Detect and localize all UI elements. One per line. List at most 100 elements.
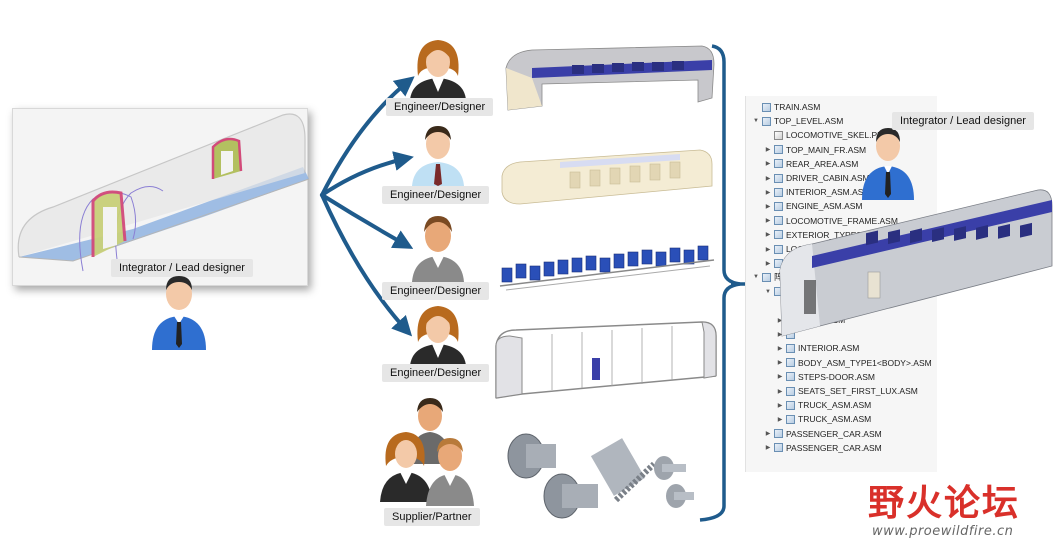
component-frame	[495, 321, 717, 399]
assembly-icon	[774, 216, 783, 226]
tree-item[interactable]: ▶ BODY_ASM_TYPE1<BODY>.ASM	[776, 356, 932, 370]
tree-item-label: TRUCK_ASM.ASM	[798, 400, 872, 411]
expand-toggle-icon[interactable]: ▶	[777, 360, 783, 367]
expand-toggle-icon[interactable]: ▶	[765, 232, 771, 239]
integrator-avatar-right	[862, 128, 914, 200]
assembly-icon	[762, 116, 771, 126]
tree-item[interactable]: ▼ TOP_LEVEL.ASM	[752, 114, 843, 128]
arrow-to-engineer-2	[320, 151, 414, 197]
tree-item[interactable]: LOCOMOTIVE_SKEL.PRT	[764, 128, 888, 142]
tree-item-label: TOP_LEVEL.ASM	[774, 116, 844, 127]
expand-toggle-icon[interactable]: ▶	[777, 374, 783, 381]
arrow-to-engineer-1	[320, 76, 415, 197]
tree-item[interactable]: TRAIN.ASM	[752, 100, 820, 114]
expand-toggle-icon[interactable]: ▶	[765, 175, 771, 182]
tree-item[interactable]: ▶ INTERIOR_ASM.ASM	[764, 185, 871, 199]
tree-item[interactable]: ▶STEPS-DOOR.ASM	[776, 370, 875, 384]
supplier-label: Supplier/Partner	[384, 508, 480, 526]
integrator-label-right: Integrator / Lead designer	[892, 112, 1034, 130]
tree-item[interactable]: ▶ DRIVER_CABIN.ASM	[764, 171, 870, 185]
tree-item[interactable]: ▶ TRUCK_ASM.ASM	[776, 412, 872, 426]
expand-toggle-icon[interactable]: ▶	[777, 402, 783, 409]
tree-item-label: ENGINE_ASM.ASM	[786, 201, 863, 212]
engineer-avatar-2	[412, 126, 464, 186]
tree-item[interactable]: ▶ EXTERIOR_TYPE2.ASM	[764, 228, 882, 242]
expand-toggle-icon[interactable]: ▶	[777, 416, 783, 423]
part-icon	[774, 130, 783, 140]
pattern-icon	[762, 272, 771, 282]
integrator-avatar-left	[152, 276, 206, 350]
engineer-label-2: Engineer/Designer	[382, 186, 490, 204]
expand-toggle-icon[interactable]: ▶	[765, 147, 771, 154]
tree-item-label: DRIVER_CABIN.ASM	[786, 173, 870, 183]
expand-toggle-icon[interactable]: ▶	[765, 246, 771, 253]
tree-item-label: BODY_ASM_TYPE1<BODY>.ASM	[798, 357, 932, 368]
engineer-avatar-1	[410, 40, 466, 100]
expand-toggle-icon[interactable]: ▶	[765, 189, 771, 196]
expand-toggle-icon[interactable]: ▶	[765, 445, 771, 452]
assembly-icon	[774, 429, 783, 439]
expand-toggle-icon[interactable]: ▶	[765, 203, 771, 210]
expand-toggle-icon[interactable]: ▶	[765, 218, 771, 225]
tree-item-label: SEATS_SET_FIRST_LUX.ASM	[798, 386, 918, 396]
expand-toggle-icon[interactable]: ▶	[777, 317, 783, 324]
arrow-to-engineer-3	[320, 193, 414, 249]
assembly-icon	[786, 400, 795, 410]
collapse-toggle-icon[interactable]: ▼	[753, 274, 759, 281]
supplier-group-avatar	[380, 398, 474, 506]
tree-item[interactable]: ▶ REAR_AREA.ASM	[764, 157, 859, 171]
watermark-brand: 野火论坛	[868, 483, 1021, 524]
arrow-to-engineer-4	[320, 193, 413, 337]
tree-item[interactable]: ▶ TOP_MAIN_FR.ASM	[764, 143, 866, 157]
assembly-icon	[786, 414, 795, 424]
tree-item[interactable]: ▶ LOCOMOTIVE_FRAME.ASM	[764, 214, 898, 228]
expand-toggle-icon[interactable]: ▶	[765, 161, 771, 168]
tree-item-label: PASSENGER_CAR.ASM	[786, 428, 882, 439]
expand-toggle-icon[interactable]: ▶	[777, 388, 783, 395]
tree-item[interactable]: ▶ PASSENGER_CAR.ASM	[764, 427, 882, 441]
assembly-icon	[774, 159, 783, 169]
collapse-toggle-icon[interactable]: ▼	[753, 118, 759, 125]
assembly-icon	[774, 443, 783, 453]
engineer-label-4: Engineer/Designer	[382, 364, 490, 382]
tree-item-label: TRUCK_ASM.ASM	[798, 414, 872, 425]
component-seats	[499, 245, 715, 291]
engineer-label-1: Engineer/Designer	[386, 98, 494, 116]
component-interior-panels	[501, 149, 713, 205]
assembly-icon	[774, 230, 783, 240]
train-skeleton-image	[17, 113, 309, 272]
assembly-icon	[774, 173, 783, 183]
assembly-icon	[786, 372, 795, 382]
expand-toggle-icon[interactable]: ▶	[765, 431, 771, 438]
component-body-shell	[505, 45, 715, 111]
collapse-toggle-icon[interactable]: ▼	[765, 288, 771, 295]
integrator-skeleton-panel: Integrator / Lead designer	[12, 108, 309, 286]
expand-toggle-icon[interactable]: ▶	[777, 331, 783, 338]
tree-item[interactable]: ▶ INTERIOR.ASM	[776, 341, 860, 355]
integrator-label-left: Integrator / Lead designer	[111, 259, 253, 277]
tree-item[interactable]: ▶ SEATS_SET_FIRST_LUX.ASM	[776, 384, 918, 398]
tree-item-label: TOP_MAIN_FR.ASM	[786, 144, 867, 155]
tree-item[interactable]: ▶ TRUCK_ASM.ASM	[776, 398, 872, 412]
watermark-url: www.proewildfire.cn	[872, 524, 1014, 539]
tree-item-label: INTERIOR_ASM.ASM	[786, 187, 871, 198]
assembly-icon	[762, 102, 771, 112]
assembly-icon	[786, 343, 795, 353]
tree-item-label: REAR_AREA.ASM	[786, 158, 859, 169]
component-hardware-parts	[507, 433, 694, 519]
expand-toggle-icon[interactable]: ▶	[765, 260, 771, 267]
engineer-label-3: Engineer/Designer	[382, 282, 490, 300]
tree-item-label: PASSENGER_CAR.ASM	[786, 442, 882, 453]
engineer-avatar-3	[412, 216, 464, 282]
tree-item-label: LOCOMOTIVE_FRAME.ASM	[786, 215, 898, 226]
tree-item-label: LOCOMOTIVE_SKEL.PRT	[786, 130, 889, 141]
assembly-icon	[774, 187, 783, 197]
expand-toggle-icon[interactable]: ▶	[777, 345, 783, 352]
tree-item[interactable]: ▶ PASSENGER_CAR.ASM	[764, 441, 882, 455]
tree-item-label: INTERIOR.ASM	[798, 343, 860, 354]
tree-item[interactable]: ▶ ENGINE_ASM.ASM	[764, 199, 863, 213]
passenger-car-model	[779, 189, 1053, 337]
tree-item-label: EXTERIOR_TYPE2.ASM	[786, 229, 882, 240]
assembly-icon	[786, 386, 795, 396]
